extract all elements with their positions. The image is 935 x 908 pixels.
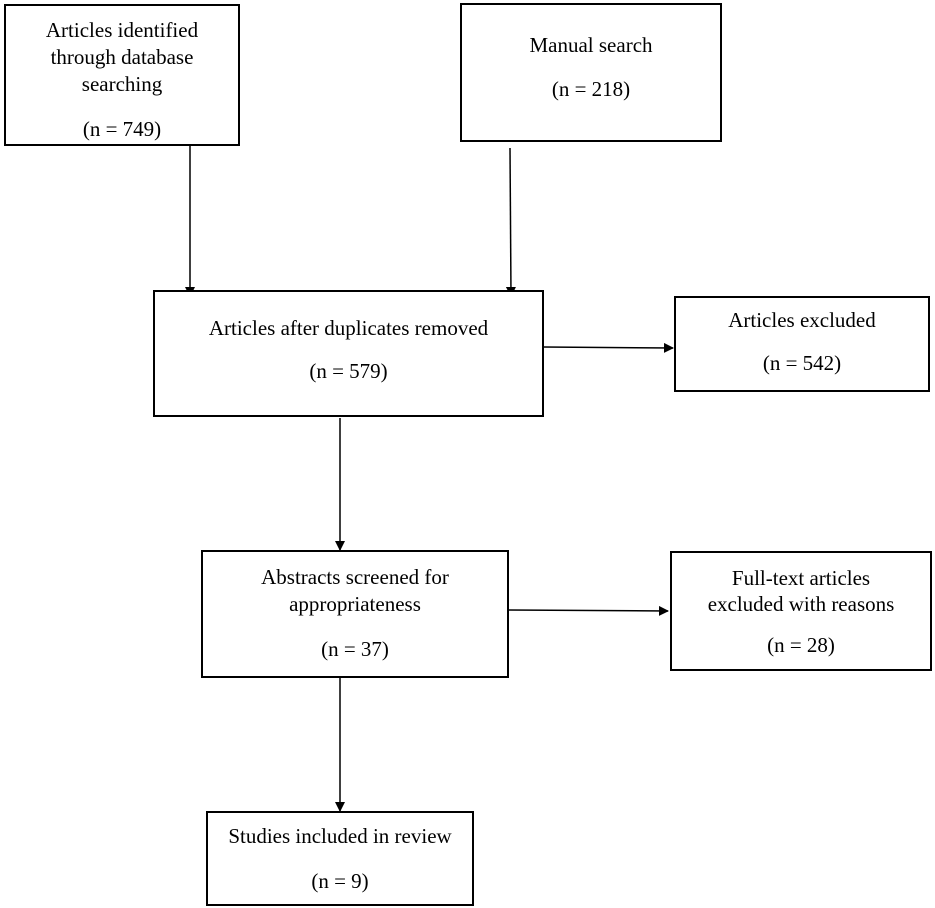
articles-excluded-count: (n = 542) [762, 351, 842, 375]
manual-search-count: (n = 218) [551, 77, 631, 101]
arrow-manual-to-duplicates [505, 147, 516, 297]
database-search-line1: Articles identified [45, 18, 199, 42]
database-search-box: Articles identified through database sea… [4, 4, 240, 146]
abstracts-screened-box: Abstracts screened for appropriateness (… [201, 550, 509, 678]
duplicates-removed-box: Articles after duplicates removed (n = 5… [153, 290, 544, 417]
fulltext-excluded-box: Full-text articles excluded with reasons… [670, 551, 932, 671]
duplicates-removed-count: (n = 579) [309, 359, 388, 383]
arrow-duplicates-to-excluded [542, 342, 674, 353]
abstracts-screened-count: (n = 37) [321, 637, 389, 661]
duplicates-removed-label: Articles after duplicates removed [208, 316, 489, 340]
articles-excluded-label: Articles excluded [728, 308, 876, 332]
manual-search-label: Manual search [529, 33, 653, 57]
fulltext-excluded-line1: Full-text articles [731, 566, 871, 590]
abstracts-screened-line2: appropriateness [289, 592, 421, 616]
fulltext-excluded-count: (n = 28) [767, 633, 835, 657]
articles-excluded-box: Articles excluded (n = 542) [674, 296, 930, 392]
fulltext-excluded-line2: excluded with reasons [707, 592, 895, 616]
studies-included-count: (n = 9) [311, 869, 369, 893]
studies-included-box: Studies included in review (n = 9) [206, 811, 474, 906]
database-search-line2: through database [50, 45, 194, 69]
abstracts-screened-line1: Abstracts screened for [261, 565, 449, 589]
studies-included-label: Studies included in review [228, 824, 452, 848]
manual-search-box: Manual search (n = 218) [460, 3, 722, 142]
database-search-line3: searching [81, 72, 163, 96]
database-search-count: (n = 749) [82, 117, 162, 141]
arrow-abstracts-to-fulltext [507, 605, 669, 616]
